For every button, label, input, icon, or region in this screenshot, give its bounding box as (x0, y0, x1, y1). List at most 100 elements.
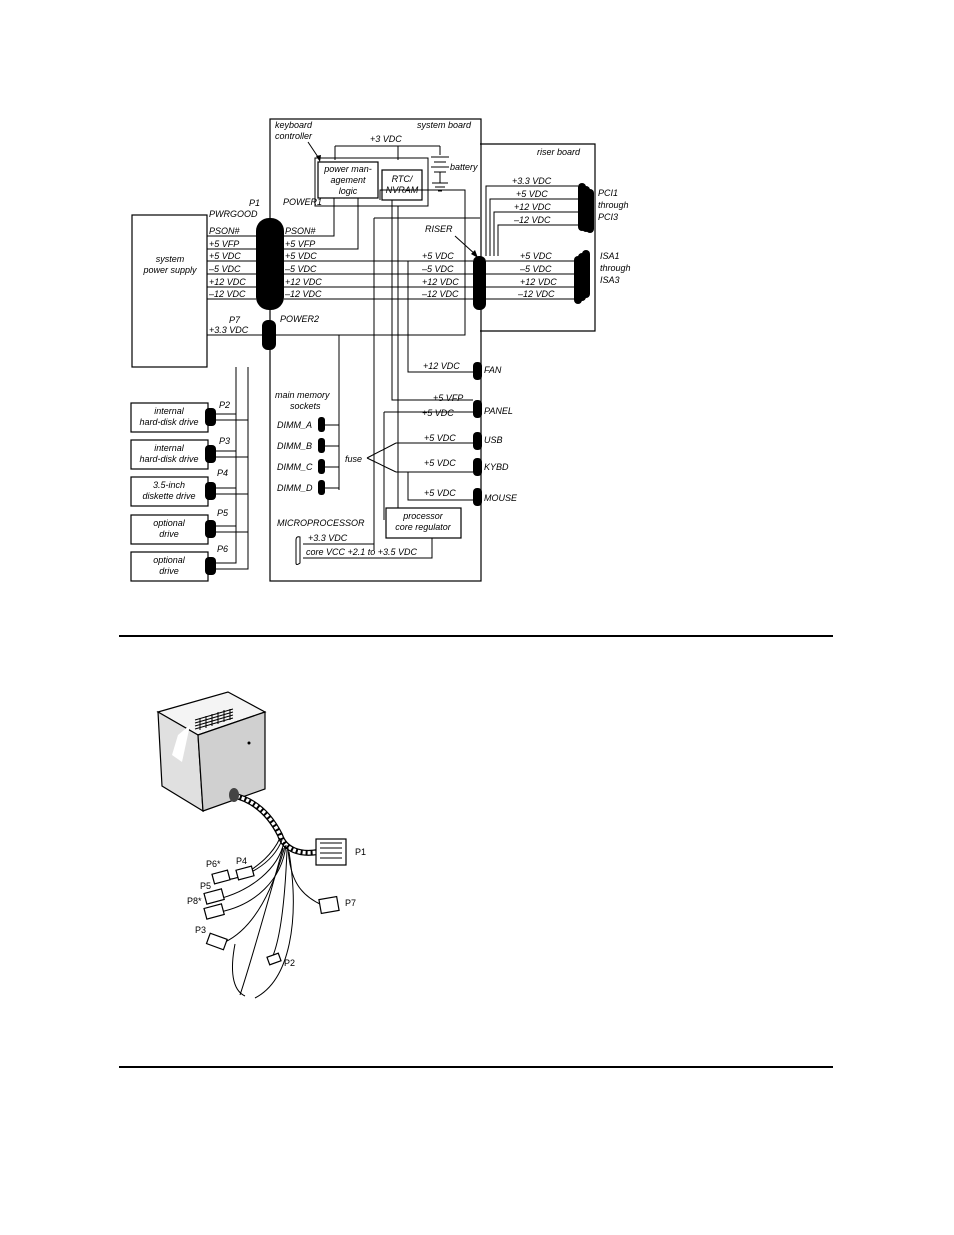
drive-p6-port: P6 (217, 544, 228, 554)
drive-power-lines (216, 367, 249, 570)
psu-line-12vdc: +12 VDC (209, 277, 246, 287)
isa-label-3: ISA3 (600, 275, 620, 285)
section-divider-2 (119, 1066, 833, 1068)
psu-label-1: system (156, 254, 185, 264)
illus-label-p1: P1 (355, 847, 366, 857)
pci-lines (485, 185, 578, 256)
p7-label: P7 (229, 315, 241, 325)
riser-label: RISER (425, 224, 453, 234)
illus-label-p5: P5 (200, 881, 211, 891)
dimm-b-connector (318, 438, 325, 453)
memory-label-1: main memory (275, 390, 330, 400)
drive-p6-label-1: optional (153, 555, 186, 565)
riser-in-neg12vdc: –12 VDC (421, 289, 459, 299)
usb-vdc: +5 VDC (424, 433, 456, 443)
v3-label: +3 VDC (370, 134, 402, 144)
psu-line-5vfp: +5 VFP (209, 239, 239, 249)
illus-label-p8: P8* (187, 896, 202, 906)
pci-line-5: +5 VDC (516, 189, 548, 199)
system-board-title: system board (417, 120, 472, 130)
isa-line-5: +5 VDC (520, 251, 552, 261)
riser-in-5vdc: +5 VDC (422, 251, 454, 261)
v3-bus (334, 145, 441, 160)
power2-bus (276, 189, 466, 336)
psu-line-neg5vdc: –5 VDC (208, 264, 241, 274)
power2-label: POWER2 (280, 314, 319, 324)
fuse-label: fuse (345, 454, 362, 464)
proc-reg-label-1: processor (402, 511, 444, 521)
isa-line-neg12: –12 VDC (517, 289, 555, 299)
dimm-b-label: DIMM_B (277, 441, 312, 451)
riser-connector (473, 256, 486, 310)
mouse-connector (473, 488, 482, 506)
isa-line-neg5: –5 VDC (519, 264, 552, 274)
drive-p2-connector (205, 408, 216, 426)
board-line-neg5vdc: –5 VDC (284, 264, 317, 274)
dimm-a-label: DIMM_A (277, 420, 312, 430)
illus-label-p3: P3 (195, 925, 206, 935)
psu-line-pson: PSON# (209, 226, 241, 236)
internal-distribution (373, 200, 480, 550)
fan-voltage: +12 VDC (423, 361, 460, 371)
riser-in-12vdc: +12 VDC (422, 277, 459, 287)
pci-line-neg12: –12 VDC (513, 215, 551, 225)
board-line-5vfp: +5 VFP (285, 239, 315, 249)
pm-label-2: agement (330, 175, 366, 185)
power-supply-box (131, 214, 208, 368)
dimm-d-label: DIMM_D (277, 483, 313, 493)
proc-reg-label-2: core regulator (395, 522, 452, 532)
mouse-label: MOUSE (484, 493, 518, 503)
pci-line-33: +3.3 VDC (512, 176, 552, 186)
board-line-pson: PSON# (285, 226, 317, 236)
drive-p2-port: P2 (219, 400, 230, 410)
riser-board-outline (480, 143, 596, 332)
drive-p5-label-2: drive (159, 529, 179, 539)
processor-core-regulator-box (385, 507, 462, 539)
dimm-d-connector (318, 480, 325, 495)
drive-p4-port: P4 (217, 468, 228, 478)
battery-symbol (431, 156, 449, 192)
riser-arrow (454, 235, 477, 256)
power-management-logic-box (317, 161, 379, 199)
section-divider-1 (119, 635, 833, 637)
keyboard-controller-label: keyboard (275, 120, 313, 130)
pci-label-2: through (598, 200, 629, 210)
psu-line-5vdc: +5 VDC (209, 251, 241, 261)
pci-slot-3 (586, 189, 594, 233)
isa-lines (486, 260, 574, 300)
usb-connector (473, 432, 482, 450)
psu-line-neg12vdc: –12 VDC (208, 289, 246, 299)
riser-in-neg5vdc: –5 VDC (421, 264, 454, 274)
usb-label: USB (484, 435, 503, 445)
drive-p3-box (130, 439, 209, 470)
dimm-a-connector (318, 417, 325, 432)
battery-label: battery (450, 162, 478, 172)
power1-label: POWER1 (283, 197, 322, 207)
riser-board-title: riser board (537, 147, 581, 157)
dimm-c-label: DIMM_C (277, 462, 313, 472)
kybd-connector (473, 458, 482, 476)
drive-p4-label-1: 3.5-inch (153, 480, 185, 490)
pci-line-12: +12 VDC (514, 202, 551, 212)
psu-label-2: power supply (142, 265, 197, 275)
drive-p5-connector (205, 520, 216, 538)
drive-p5-port: P5 (217, 508, 229, 518)
drive-p2-label-1: internal (154, 406, 185, 416)
core-vcc-label: core VCC +2.1 to +3.5 VDC (306, 547, 418, 557)
logic-frame (314, 157, 429, 207)
power2-connector (262, 320, 276, 350)
illus-label-p6: P6* (206, 859, 221, 869)
fuse-lines (366, 442, 473, 501)
keyboard-controller-label-2: controller (275, 131, 313, 141)
drive-p2-label-2: hard-disk drive (139, 417, 198, 427)
drive-p3-label-1: internal (154, 443, 185, 453)
kybd-label: KYBD (484, 462, 509, 472)
microprocessor-label: MICROPROCESSOR (277, 518, 365, 528)
p7-line-label: +3.3 VDC (209, 325, 249, 335)
drive-p3-label-2: hard-disk drive (139, 454, 198, 464)
board-power-lines (284, 198, 473, 300)
board-line-neg12vdc: –12 VDC (284, 289, 322, 299)
board-line-12vdc: +12 VDC (285, 277, 322, 287)
rtc-label-1: RTC/ (392, 174, 414, 184)
